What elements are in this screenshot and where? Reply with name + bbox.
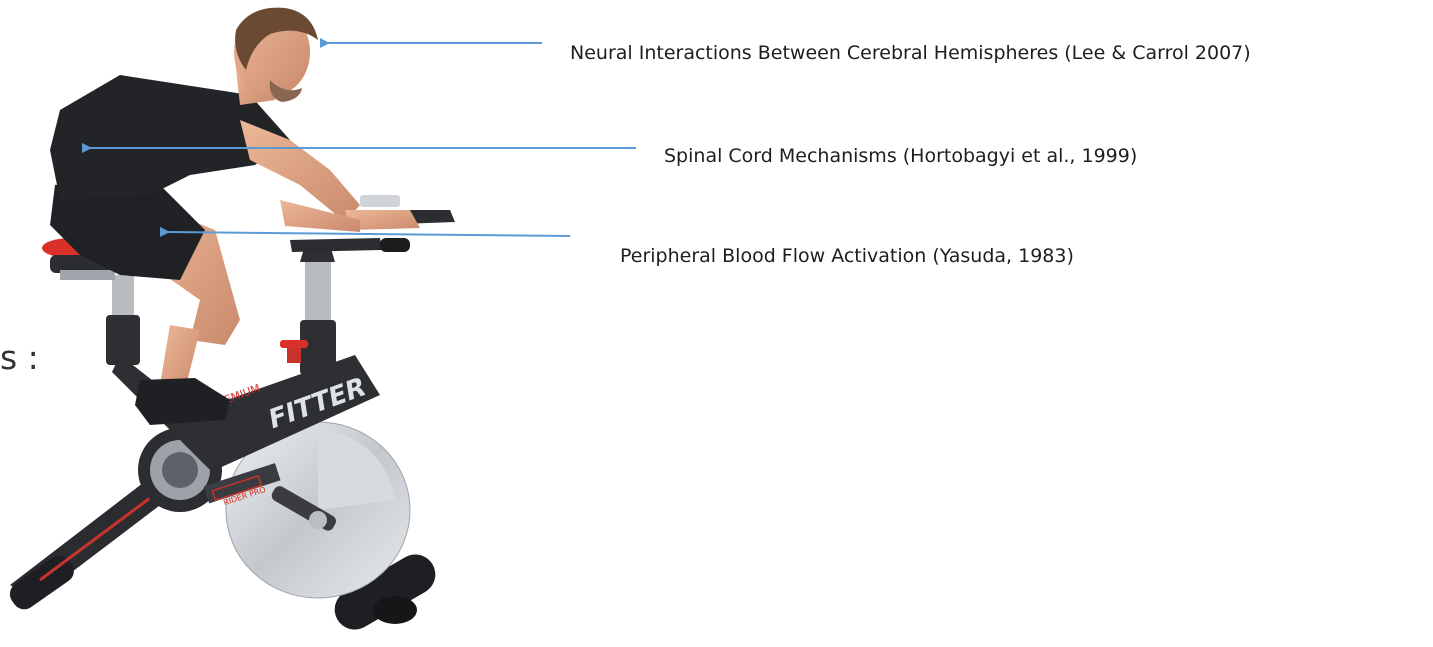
bike-frame: FITTER PREMIUM RIDER PRO [5,195,455,637]
annotation-label-spinal: Spinal Cord Mechanisms (Hortobagyi et al… [664,145,1137,167]
arrow-blood [168,232,570,236]
annotation-label-blood-flow: Peripheral Blood Flow Activation (Yasuda… [620,245,1074,267]
cropped-slide-text: s : [0,338,39,377]
annotation-label-neural: Neural Interactions Between Cerebral Hem… [570,42,1251,64]
rider [50,8,420,425]
